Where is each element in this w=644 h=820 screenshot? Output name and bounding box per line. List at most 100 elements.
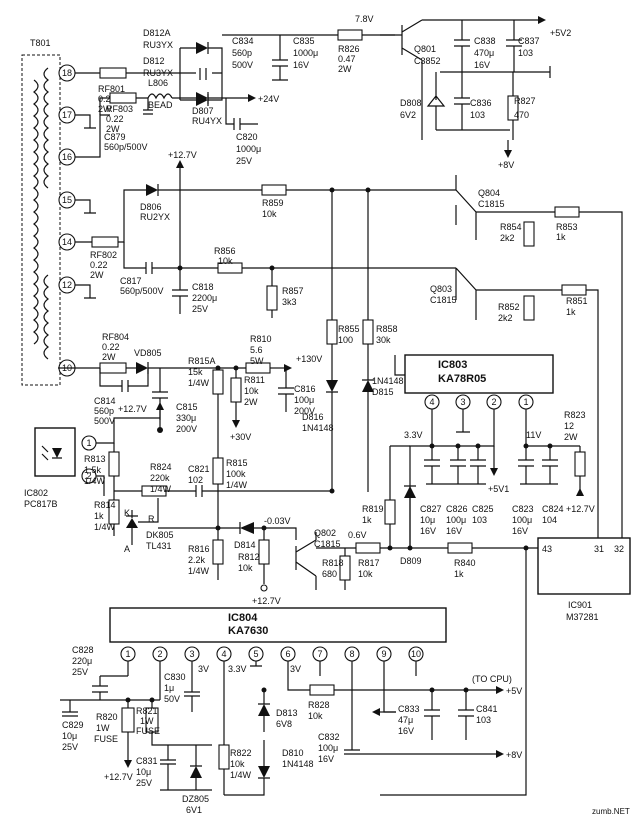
svg-text:1: 1	[125, 649, 130, 659]
secondary-winding-bottom	[43, 274, 49, 360]
rf801-value: 0.22	[98, 94, 116, 104]
diode-d816	[326, 380, 338, 392]
svg-text:R815A: R815A	[188, 356, 216, 366]
svg-text:RU4YX: RU4YX	[192, 116, 222, 126]
svg-text:5.6: 5.6	[250, 345, 263, 355]
ic804-regulator: IC804 KA7630 1 2 3 4 5 6 7 8 9 10	[100, 607, 447, 795]
svg-text:R815: R815	[226, 458, 248, 468]
resistor-rf802	[91, 236, 119, 248]
svg-text:R827: R827	[514, 96, 536, 106]
svg-text:47μ: 47μ	[398, 715, 413, 725]
svg-text:16V: 16V	[446, 526, 462, 536]
fuse-r820	[121, 707, 135, 733]
svg-text:VD805: VD805	[134, 348, 162, 358]
svg-text:14: 14	[62, 237, 72, 247]
svg-text:1000μ: 1000μ	[236, 144, 261, 154]
svg-text:C814: C814	[94, 396, 116, 406]
svg-text:1k: 1k	[566, 307, 576, 317]
svg-text:Q803: Q803	[430, 284, 452, 294]
svg-text:7: 7	[317, 649, 322, 659]
ic804-pin-4: 4	[216, 646, 232, 662]
resistor-rf801	[99, 67, 127, 79]
svg-text:500V: 500V	[94, 416, 115, 426]
svg-text:C824: C824	[542, 504, 564, 514]
svg-text:25V: 25V	[62, 742, 78, 752]
svg-text:C879: C879	[104, 132, 126, 142]
resistor-r817	[355, 542, 381, 554]
svg-text:RF803: RF803	[106, 104, 133, 114]
svg-text:-0.03V: -0.03V	[264, 516, 291, 526]
ic804-pin-9: 9	[376, 646, 392, 662]
svg-text:102: 102	[188, 475, 203, 485]
ic802-pin-1: 1	[81, 435, 97, 451]
svg-text:1/4W: 1/4W	[150, 484, 172, 494]
svg-text:1N4148: 1N4148	[302, 423, 334, 433]
svg-text:RU2YX: RU2YX	[140, 212, 170, 222]
diode-d814	[240, 522, 254, 534]
svg-text:10k: 10k	[218, 256, 233, 266]
svg-text:4: 4	[221, 649, 226, 659]
svg-text:100μ: 100μ	[318, 743, 338, 753]
svg-text:680: 680	[322, 569, 337, 579]
svg-text:1/4W: 1/4W	[226, 480, 248, 490]
svg-text:0.6V: 0.6V	[348, 530, 367, 540]
svg-text:KA78R05: KA78R05	[438, 373, 486, 385]
svg-text:16V: 16V	[293, 60, 309, 70]
svg-text:100: 100	[338, 335, 353, 345]
ic804-pin-5: 5	[248, 646, 264, 662]
svg-text:4: 4	[429, 397, 434, 407]
svg-text:IC803: IC803	[438, 359, 467, 371]
svg-text:C1815: C1815	[478, 199, 505, 209]
svg-text:103: 103	[470, 110, 485, 120]
svg-text:2W: 2W	[244, 397, 258, 407]
transformer-pin-12: 12	[58, 276, 76, 294]
svg-text:103: 103	[472, 515, 487, 525]
ground-symbol	[75, 284, 96, 299]
svg-text:1μ: 1μ	[164, 683, 174, 693]
resistor-r811	[230, 377, 242, 403]
svg-text:220μ: 220μ	[72, 656, 92, 666]
svg-text:200V: 200V	[176, 424, 197, 434]
svg-text:R819: R819	[362, 504, 384, 514]
svg-text:10μ: 10μ	[62, 731, 77, 741]
svg-text:2200μ: 2200μ	[192, 293, 217, 303]
svg-text:2W: 2W	[102, 352, 116, 362]
svg-text:+5V: +5V	[506, 686, 522, 696]
svg-text:7.8V: 7.8V	[355, 14, 374, 24]
svg-text:R822: R822	[230, 748, 252, 758]
svg-text:C817: C817	[120, 276, 142, 286]
svg-text:R856: R856	[214, 246, 236, 256]
svg-text:0.22: 0.22	[102, 342, 120, 352]
svg-text:8: 8	[349, 649, 354, 659]
resistor-r854	[523, 221, 535, 247]
resistor-r840	[447, 542, 473, 554]
resistor-rf804	[99, 362, 127, 374]
svg-text:50V: 50V	[164, 694, 180, 704]
svg-text:D812: D812	[143, 56, 165, 66]
svg-text:10k: 10k	[308, 711, 323, 721]
svg-text:Q804: Q804	[478, 188, 500, 198]
svg-text:TL431: TL431	[146, 541, 172, 551]
section-protection: +12.7V RF802 0.22 2W D806 RU2YX R859 10k…	[58, 150, 623, 548]
diode-d809	[404, 486, 416, 498]
svg-text:2W: 2W	[338, 64, 352, 74]
svg-text:C826: C826	[446, 504, 468, 514]
rf801-rating: 2W	[98, 104, 112, 114]
svg-text:16V: 16V	[398, 726, 414, 736]
svg-text:+130V: +130V	[296, 354, 322, 364]
svg-text:R: R	[148, 514, 155, 524]
svg-text:FUSE: FUSE	[94, 734, 118, 744]
svg-text:470μ: 470μ	[474, 48, 494, 58]
svg-text:2: 2	[157, 649, 162, 659]
resistor-r816	[212, 539, 224, 565]
diode-d815	[362, 380, 374, 392]
svg-text:R813: R813	[84, 454, 106, 464]
svg-text:D812A: D812A	[143, 28, 171, 38]
svg-text:1k: 1k	[454, 569, 464, 579]
svg-text:C827: C827	[420, 504, 442, 514]
zener-d813	[258, 704, 270, 716]
svg-text:BEAD: BEAD	[148, 100, 173, 110]
svg-text:+12.7V: +12.7V	[104, 772, 133, 782]
svg-text:16: 16	[62, 152, 72, 162]
